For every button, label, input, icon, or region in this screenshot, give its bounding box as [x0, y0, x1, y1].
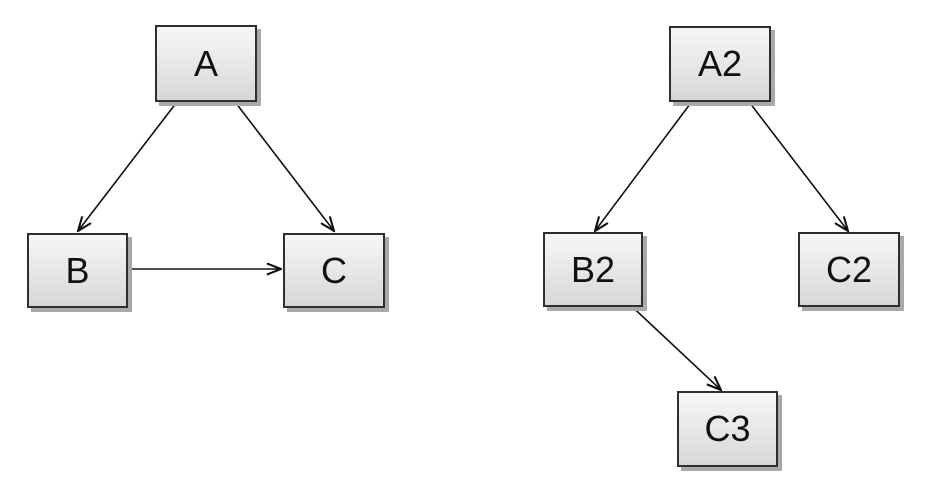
node-label-B: B	[65, 249, 90, 291]
node-A2[interactable]: A2	[669, 26, 771, 102]
node-C3[interactable]: C3	[677, 391, 778, 467]
node-B[interactable]: B	[27, 233, 128, 308]
node-label-C2: C2	[825, 248, 873, 290]
node-label-A: A	[193, 42, 218, 84]
node-label-C3: C3	[704, 408, 751, 449]
node-A[interactable]: A	[155, 25, 257, 102]
node-C[interactable]: C	[283, 233, 385, 308]
node-label-B2: B2	[570, 248, 616, 290]
node-label-C: C	[321, 249, 347, 291]
node-C2[interactable]: C2	[798, 232, 900, 307]
node-label-A2: A2	[697, 43, 743, 84]
node-B2[interactable]: B2	[543, 232, 643, 307]
edges-group	[77, 63, 848, 390]
